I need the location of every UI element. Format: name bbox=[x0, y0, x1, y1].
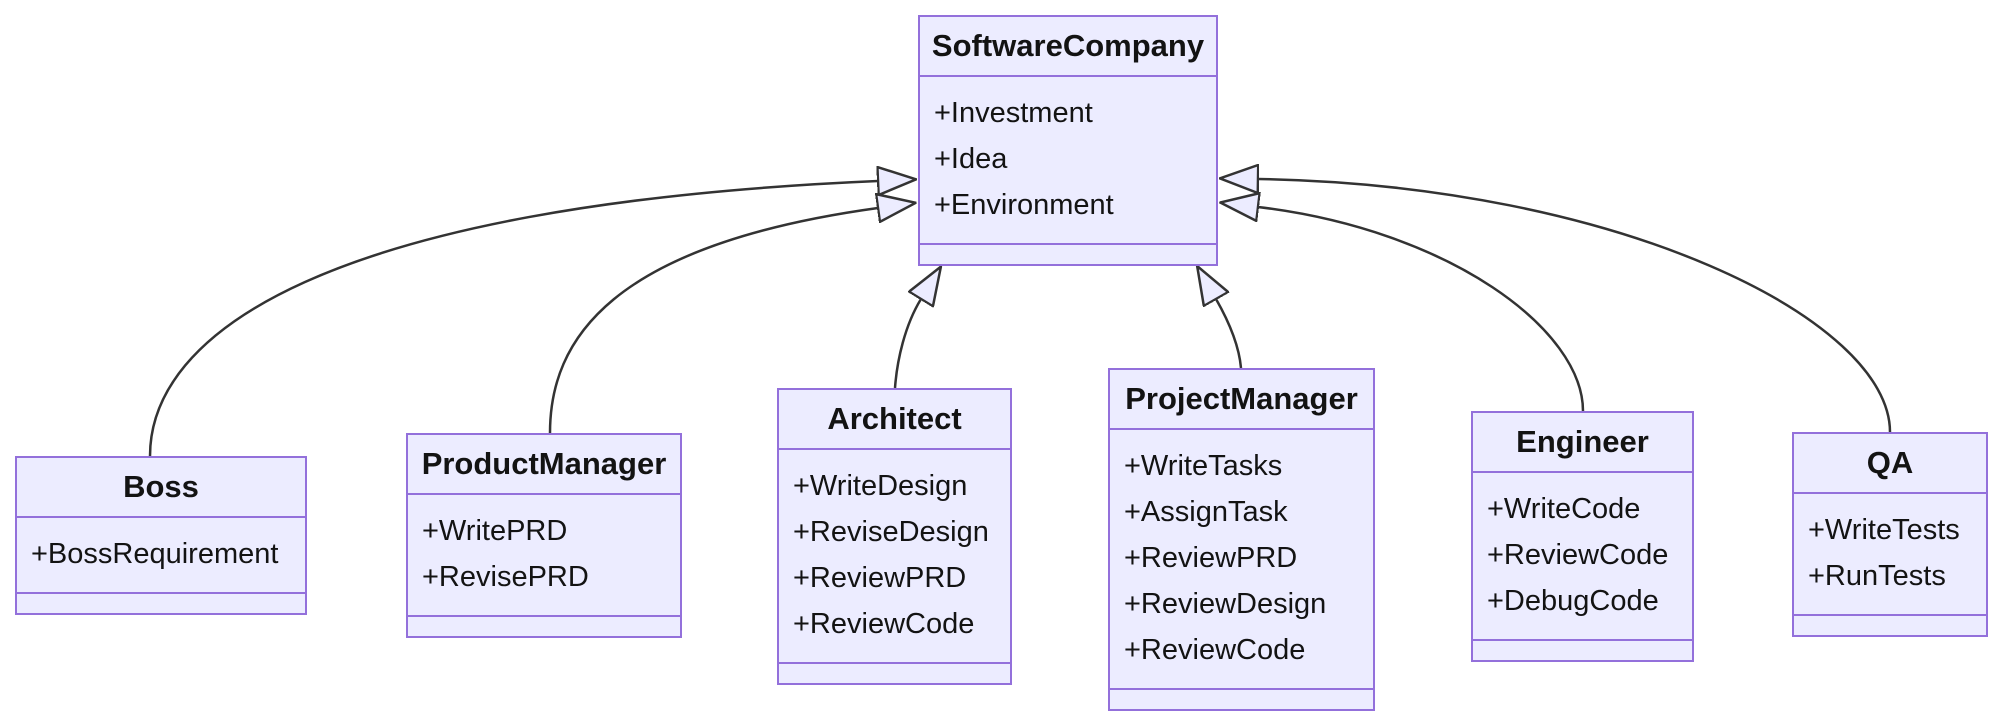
class-name: QA bbox=[1794, 434, 1986, 494]
class-methods-empty bbox=[1110, 690, 1373, 709]
class-methods-empty bbox=[17, 594, 305, 613]
class-attribute: +WriteCode bbox=[1487, 493, 1641, 525]
class-methods-empty bbox=[779, 664, 1010, 683]
class-box-softwarecompany: SoftwareCompany +Investment +Idea +Envir… bbox=[918, 15, 1218, 266]
class-name: ProjectManager bbox=[1110, 370, 1373, 430]
class-attribute: +WritePRD bbox=[422, 515, 568, 547]
class-attribute: +RunTests bbox=[1808, 560, 1946, 592]
class-attribute: +ReviewCode bbox=[793, 608, 975, 640]
class-attribute: +DebugCode bbox=[1487, 585, 1659, 617]
class-attribute: +Investment bbox=[934, 97, 1093, 129]
class-attribute: +ReviewCode bbox=[1487, 539, 1669, 571]
class-attribute: +AssignTask bbox=[1124, 496, 1288, 528]
class-attributes: +WriteCode +ReviewCode +DebugCode bbox=[1473, 473, 1692, 641]
class-attribute: +ReviewPRD bbox=[1124, 542, 1298, 574]
class-box-productmanager: ProductManager +WritePRD +RevisePRD bbox=[406, 433, 682, 638]
inheritance-edge-boss bbox=[148, 181, 878, 457]
class-attribute: +ReviewDesign bbox=[1124, 588, 1327, 620]
class-attribute: +ReviseDesign bbox=[793, 516, 989, 548]
class-name: Architect bbox=[779, 390, 1010, 450]
class-attribute: +ReviewCode bbox=[1124, 634, 1306, 666]
class-attribute: +RevisePRD bbox=[422, 561, 589, 593]
class-attribute: +Idea bbox=[934, 143, 1008, 175]
class-name: Boss bbox=[17, 458, 305, 518]
class-attributes: +BossRequirement bbox=[17, 518, 305, 594]
inheritance-edge-projectmanager bbox=[1216, 299, 1243, 369]
class-methods-empty bbox=[1473, 641, 1692, 660]
inheritance-edge-architect bbox=[893, 299, 921, 389]
class-methods-empty bbox=[920, 245, 1216, 264]
class-attributes: +WriteTasks +AssignTask +ReviewPRD +Revi… bbox=[1110, 430, 1373, 690]
class-name: ProductManager bbox=[408, 435, 680, 495]
class-box-engineer: Engineer +WriteCode +ReviewCode +DebugCo… bbox=[1471, 411, 1694, 662]
inheritance-edge-productmanager bbox=[548, 208, 878, 434]
class-name: Engineer bbox=[1473, 413, 1692, 473]
class-methods-empty bbox=[1794, 616, 1986, 635]
class-box-architect: Architect +WriteDesign +ReviseDesign +Re… bbox=[777, 388, 1012, 685]
class-attribute: +WriteDesign bbox=[793, 470, 968, 502]
class-box-projectmanager: ProjectManager +WriteTasks +AssignTask +… bbox=[1108, 368, 1375, 711]
class-attributes: +WritePRD +RevisePRD bbox=[408, 495, 680, 617]
class-attribute: +Environment bbox=[934, 189, 1114, 221]
class-attributes: +WriteTests +RunTests bbox=[1794, 494, 1986, 616]
class-box-qa: QA +WriteTests +RunTests bbox=[1792, 432, 1988, 637]
class-attributes: +WriteDesign +ReviseDesign +ReviewPRD +R… bbox=[779, 450, 1010, 664]
class-attributes: +Investment +Idea +Environment bbox=[920, 77, 1216, 245]
class-attribute: +BossRequirement bbox=[31, 538, 279, 570]
class-attribute: +WriteTasks bbox=[1124, 450, 1283, 482]
class-attribute: +ReviewPRD bbox=[793, 562, 967, 594]
class-methods-empty bbox=[408, 617, 680, 636]
class-box-boss: Boss +BossRequirement bbox=[15, 456, 307, 615]
class-name: SoftwareCompany bbox=[920, 17, 1216, 77]
inheritance-edge-engineer bbox=[1258, 207, 1585, 412]
class-attribute: +WriteTests bbox=[1808, 514, 1960, 546]
inheritance-edge-qa bbox=[1258, 179, 1892, 433]
